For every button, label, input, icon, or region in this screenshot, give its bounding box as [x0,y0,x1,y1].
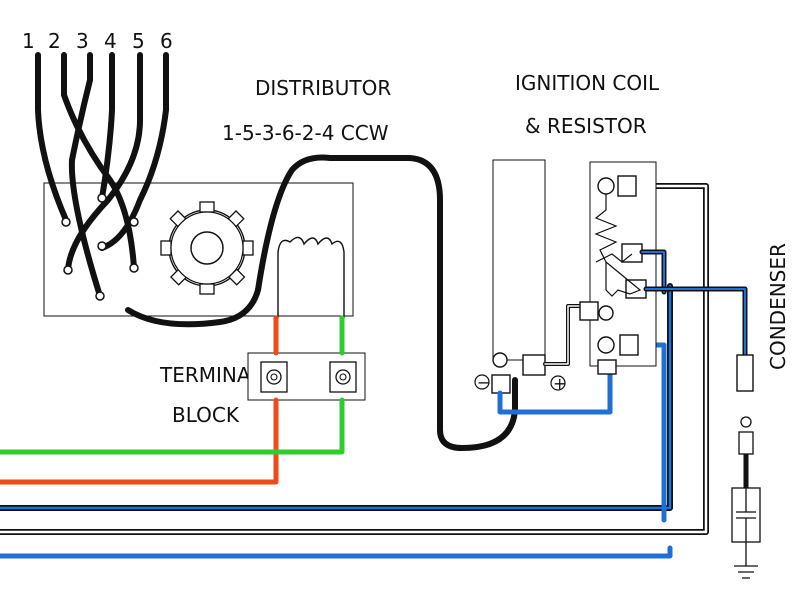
terminal-block-label-line1: TERMINAL [159,363,263,387]
cylinder-numbers: 1 2 3 4 5 6 [22,29,173,53]
white-black-wire-inner [0,184,708,534]
plug-wire-2 [61,52,137,271]
plug-wire-5 [65,52,143,273]
firing-order-label: 1-5-3-6-2-4 CCW [222,121,389,145]
condenser-body [736,354,754,392]
ignition-coil-terminals: − + [474,352,566,394]
plug-wire-6 [99,52,169,251]
red-wire [0,315,279,485]
distributor-terminal [97,241,107,251]
terminal-block-posts [260,361,357,393]
resistor-zigzag [594,194,642,297]
green-wire [0,315,345,455]
coil-negative-sign: − [477,373,490,392]
distributor-gear [160,201,254,295]
coil-negative-terminal [491,374,511,394]
plug-wire-1 [35,52,69,223]
terminal-post-green [329,361,357,393]
blue-wire-bottom [0,545,673,559]
black-blue-wire-inner [0,284,672,510]
distributor-terminal [61,217,71,227]
coil-positive-link-outer [543,304,587,366]
coil-positive-terminal [522,354,546,376]
cylinder-number-4: 4 [104,29,117,53]
terminal-block-label-line2: BLOCK [172,403,240,427]
condenser-label: CONDENSER [766,243,790,370]
ignition-coil-body [492,159,546,361]
coil-lead-wire [125,154,518,451]
cylinder-number-5: 5 [132,29,145,53]
cylinder-number-3: 3 [76,29,89,53]
resistor-black-blue-inner [641,251,665,293]
plug-wire-4 [99,52,115,201]
distributor-terminals [61,193,139,301]
coil-positive-link-inner [544,305,586,365]
ground-capacitor [731,416,761,579]
distributor-terminal [97,193,107,203]
ignition-coil-label: IGNITION COIL [515,71,660,95]
cylinder-number-2: 2 [48,29,61,53]
distributor-terminal [129,217,139,227]
resistor-blue-wire [619,342,667,523]
spark-plug-wires [35,52,169,299]
distributor-terminal [63,265,73,275]
cylinder-number-6: 6 [160,29,173,53]
resistor-label: & RESISTOR [525,114,647,138]
condenser-wire-inner [645,288,746,356]
distributor-terminal [95,291,105,301]
coil-negative-blue-wire [497,357,613,415]
distributor-terminal [129,263,139,273]
distributor-coil [277,236,345,318]
distributor-label: DISTRIBUTOR [255,76,391,100]
cylinder-number-1: 1 [22,29,35,53]
plug-wire-3 [68,52,103,299]
coil-positive-sign: + [553,374,566,393]
